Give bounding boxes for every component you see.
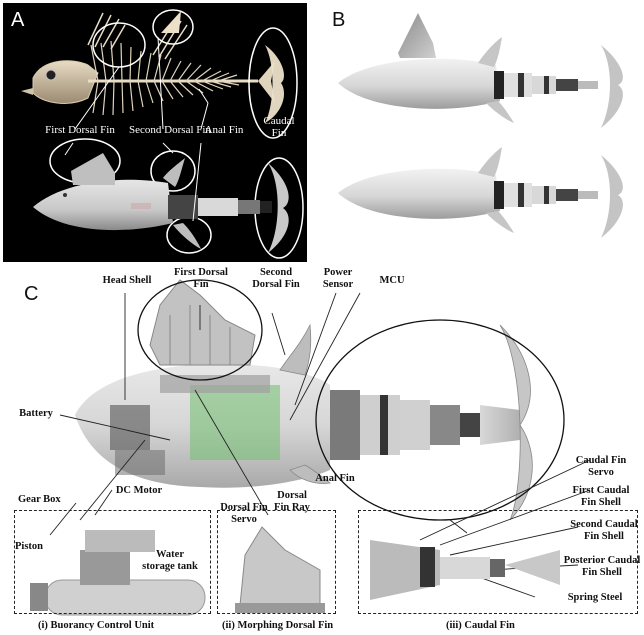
label-first-caudal-fin-shell: First Caudal Fin Shell (566, 485, 636, 509)
panel-c: C Head Shell First Dorsal Fin Second Dor… (0, 265, 644, 635)
robotic-fish-fin-retracted (338, 147, 623, 238)
robotic-fish-main (75, 280, 532, 520)
label-anal-fin-c: Anal Fin (310, 473, 360, 485)
panel-c-label: C (24, 283, 38, 306)
label-dorsal-fin-ray: Dorsal Fin Ray (270, 490, 314, 514)
panel-b-illustration (318, 3, 641, 262)
label-battery: Battery (12, 408, 60, 420)
robotic-fish-fin-raised (338, 13, 623, 128)
label-piston: Piston (15, 541, 55, 553)
fish-skeleton (21, 13, 275, 115)
label-head-shell: Head Shell (97, 275, 157, 287)
label-caudal-fin-servo: Caudal Fin Servo (566, 455, 636, 479)
label-gear-box: Gear Box (18, 494, 74, 506)
label-caudal-fin-a: Caudal Fin (258, 115, 300, 139)
caption-caudal-fin: (iii) Caudal Fin (446, 620, 515, 631)
label-anal-fin-a: Anal Fin (199, 124, 249, 136)
panel-b-label: B (332, 9, 345, 32)
label-dorsal-fin-servo: Dorsal Fin Servo (218, 502, 270, 526)
label-second-dorsal-fin-c: Second Dorsal Fin (246, 267, 306, 291)
robotic-fish-a (33, 153, 289, 253)
label-mcu: MCU (372, 275, 412, 287)
label-water-storage-tank: Water storage tank (140, 549, 200, 573)
panel-a: A First Dorsal Fin Second Dorsal Fin Ana… (3, 3, 307, 262)
label-second-caudal-fin-shell: Second Caudal Fin Shell (566, 519, 642, 543)
panel-a-label: A (11, 9, 24, 32)
label-first-dorsal-fin-c: First Dorsal Fin (174, 267, 228, 291)
label-spring-steel: Spring Steel (550, 592, 640, 604)
caption-morphing-dorsal-fin: (ii) Morphing Dorsal Fin (222, 620, 333, 631)
label-power-sensor: Power Sensor (316, 267, 360, 291)
caption-buoyancy-control-unit: (i) Buorancy Control Unit (38, 620, 154, 631)
label-dc-motor: DC Motor (106, 485, 172, 497)
label-posterior-caudal-fin-shell: Posterior Caudal Fin Shell (562, 555, 642, 579)
panel-b: B (318, 3, 641, 262)
